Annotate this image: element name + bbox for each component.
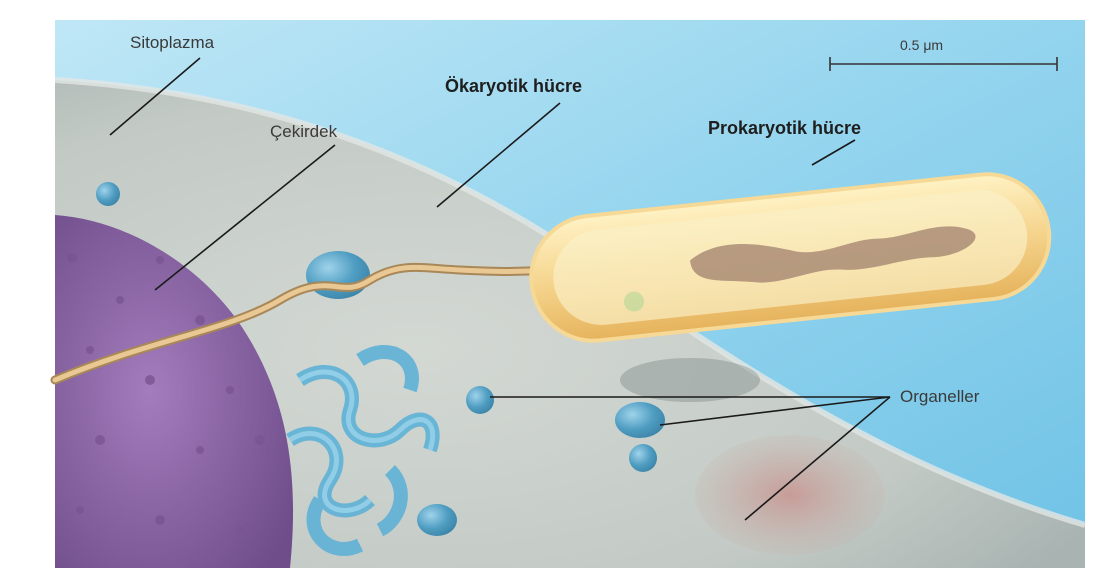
label-cytoplasm: Sitoplazma	[130, 33, 215, 52]
scale-bar-label: 0.5 μm	[900, 37, 943, 53]
label-nucleus: Çekirdek	[270, 122, 338, 141]
label-prokaryotic-cell: Prokaryotik hücre	[708, 118, 861, 138]
bacterium-shadow	[620, 358, 760, 402]
label-eukaryotic-cell: Ökaryotik hücre	[445, 76, 582, 96]
mitochondrion-shape	[695, 435, 885, 555]
label-organelles: Organeller	[900, 387, 980, 406]
